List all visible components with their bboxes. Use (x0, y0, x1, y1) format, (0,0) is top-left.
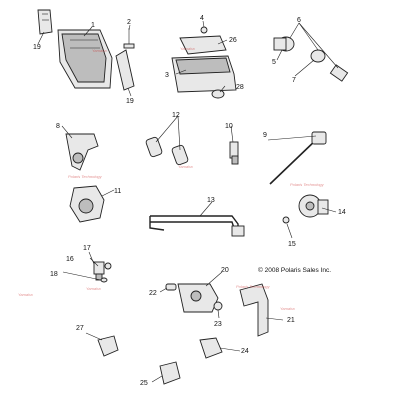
watermark: Yamaha (18, 292, 33, 297)
watermark: Polaris Technology (68, 174, 103, 179)
callout-24: 24 (241, 348, 249, 355)
part-28-grommet (211, 89, 225, 99)
callout-25: 25 (140, 380, 148, 387)
part-9-sensor (269, 131, 327, 185)
callout-2: 2 (127, 19, 131, 26)
watermark: Yamaha (280, 306, 295, 311)
callout-19a: 19 (33, 44, 41, 51)
watermark: Yamaha (86, 286, 101, 291)
part-4-nut (200, 26, 208, 34)
part-11-throttle-body (69, 185, 105, 223)
callout-11: 11 (114, 188, 121, 195)
watermark: Polaris Technology (236, 284, 271, 289)
callout-12: 12 (172, 112, 180, 119)
callout-15: 15 (288, 241, 296, 248)
part-13-harness (149, 215, 245, 237)
callout-16: 16 (66, 256, 74, 263)
callout-27: 27 (76, 325, 84, 332)
callout-8: 8 (56, 123, 60, 130)
part-21-bracket (239, 283, 269, 337)
part-5-connector (273, 36, 295, 52)
callout-13: 13 (207, 197, 215, 204)
part-6-sensor (329, 64, 349, 82)
part-2-screw (123, 28, 135, 49)
leader-lines (37, 20, 339, 383)
callout-21: 21 (287, 317, 295, 324)
part-18-washer (100, 277, 108, 283)
callout-20: 20 (221, 267, 229, 274)
copyright-notice: © 2008 Polaris Sales Inc. (258, 266, 331, 274)
callout-17: 17 (83, 245, 91, 252)
part-27-boot (97, 335, 119, 357)
callout-28: 28 (236, 84, 244, 91)
part-8-sensor (65, 133, 99, 171)
callout-labels: 1 2 3 4 5 6 7 8 9 10 11 12 13 14 15 16 1… (33, 15, 346, 387)
watermarks: Yamaha Yamaha Polaris Technology Yamaha … (18, 46, 325, 311)
part-24-boot (199, 337, 223, 359)
callout-3: 3 (165, 72, 169, 79)
part-10-sensor (229, 141, 239, 165)
part-25-boot (159, 361, 181, 385)
watermark: Yamaha (92, 48, 107, 53)
part-19-bracket-a (37, 9, 53, 35)
watermark: Yamaha (180, 46, 195, 51)
part-23-nut (213, 301, 223, 311)
callout-18: 18 (50, 271, 58, 278)
part-20-unit (177, 283, 219, 313)
callout-7: 7 (292, 77, 296, 84)
callout-9: 9 (263, 132, 267, 139)
part-22-bolt (165, 283, 177, 291)
callout-14: 14 (338, 209, 346, 216)
callout-4: 4 (200, 15, 204, 22)
part-1-ecu (57, 29, 113, 89)
part-12-sleeves (145, 136, 189, 166)
callout-1: 1 (91, 22, 95, 29)
part-3-module (171, 55, 237, 93)
callout-6: 6 (297, 17, 301, 24)
part-14-sensor (298, 194, 329, 218)
part-16-sensor (93, 261, 105, 281)
callout-10: 10 (225, 123, 233, 130)
callout-19b: 19 (126, 98, 134, 105)
callout-22: 22 (149, 290, 157, 297)
watermark: Polaris Technology (290, 182, 325, 187)
callout-5: 5 (272, 59, 276, 66)
part-17-oring (104, 262, 112, 270)
part-26-cover (179, 35, 227, 55)
part-7-connector (310, 49, 326, 63)
part-19-bracket-b (115, 49, 135, 91)
watermark: Yamaha (178, 164, 193, 169)
callout-23: 23 (214, 321, 222, 328)
part-15-clip (282, 216, 290, 224)
callout-26: 26 (229, 37, 237, 44)
